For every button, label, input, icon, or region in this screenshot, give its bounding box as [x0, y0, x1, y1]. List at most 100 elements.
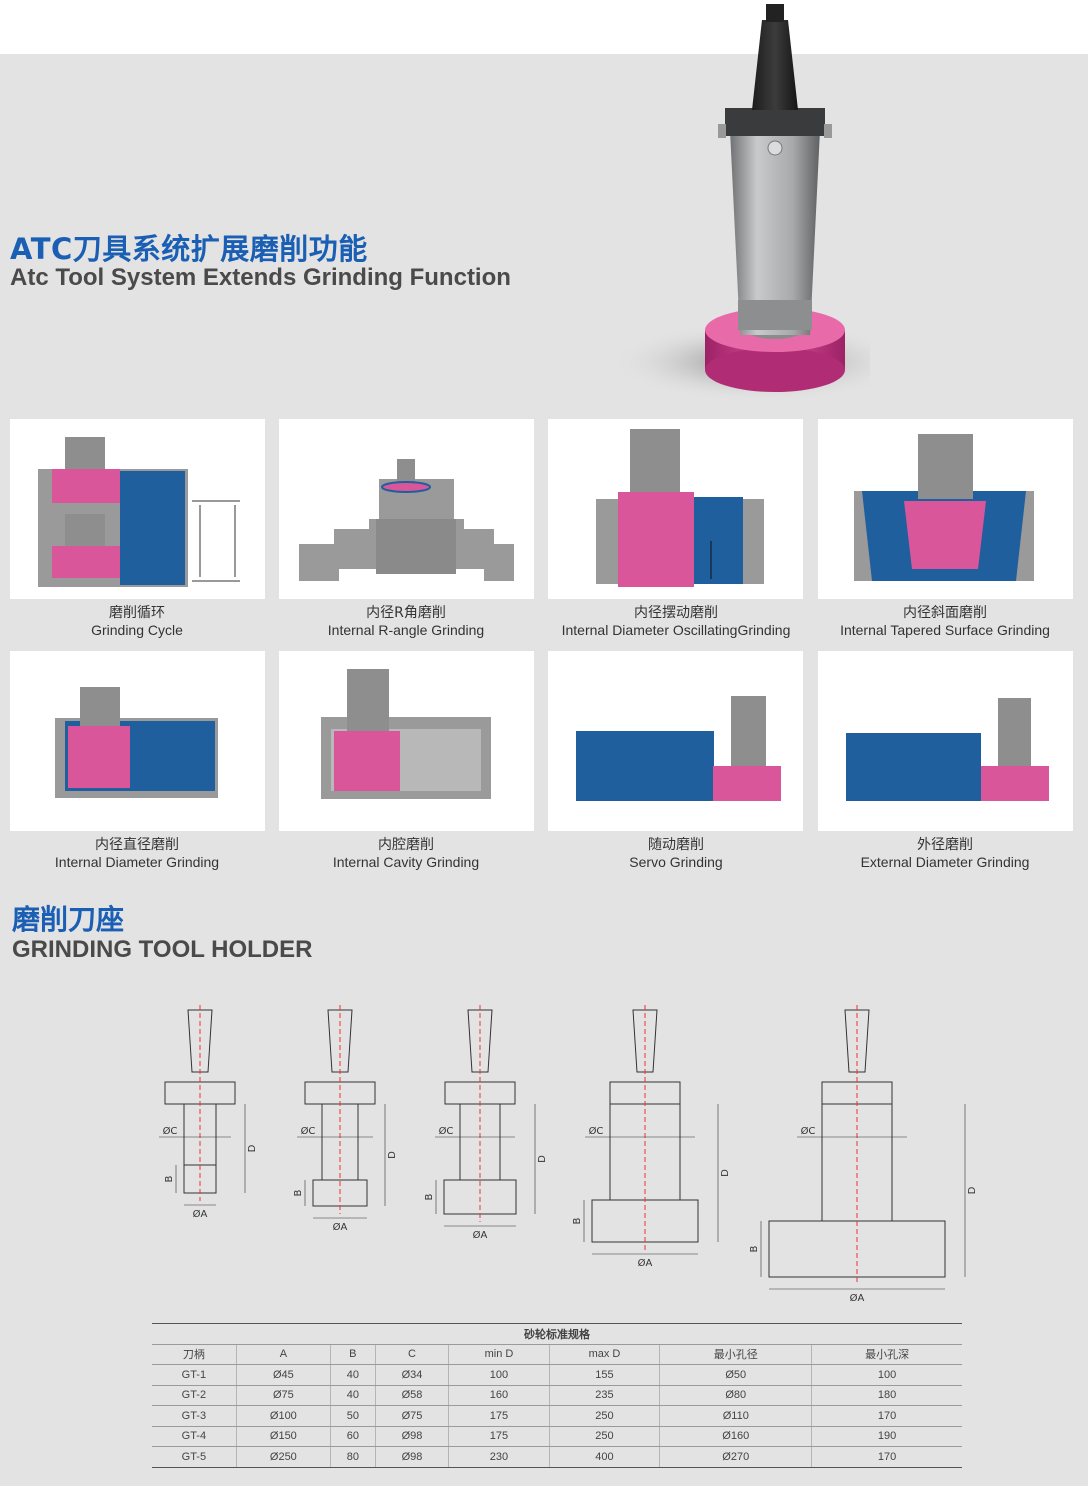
card-servo — [548, 651, 803, 831]
col-header: min D — [448, 1344, 550, 1365]
caption-en: External Diameter Grinding — [860, 854, 1030, 870]
table-cell: GT-2 — [152, 1385, 237, 1406]
dimension-label: ØC — [439, 1125, 454, 1137]
table-cell: Ø98 — [374, 1426, 449, 1447]
holder-taper — [844, 1009, 870, 1073]
table-cell: Ø160 — [659, 1426, 812, 1447]
table-cell: 40 — [329, 1385, 376, 1406]
card-internal-r-angle — [279, 419, 534, 599]
col-header: max D — [548, 1344, 660, 1365]
table-cell: 250 — [548, 1426, 660, 1447]
caption-en: Internal R-angle Grinding — [327, 622, 485, 638]
table-cell: 170 — [811, 1405, 962, 1427]
col-header: C — [374, 1344, 449, 1365]
table-cell: 155 — [548, 1364, 660, 1386]
table-cell: 175 — [448, 1426, 550, 1447]
dimension-label: ØA — [193, 1208, 208, 1220]
table-cell: 100 — [811, 1364, 962, 1386]
table-cell: 80 — [329, 1446, 376, 1468]
table-cell: Ø45 — [235, 1364, 331, 1386]
dimension-label: B — [424, 1193, 435, 1200]
table-cell: Ø58 — [374, 1385, 449, 1406]
caption-en: Servo Grinding — [629, 854, 723, 870]
table-cell: Ø34 — [374, 1364, 449, 1386]
col-header: A — [235, 1344, 331, 1365]
caption-en: Internal Tapered Surface Grinding — [840, 622, 1050, 638]
caption-2: 内径R角磨削 Internal R-angle Grinding — [261, 605, 551, 639]
dimension-label: B — [293, 1189, 304, 1196]
caption-en: Internal Diameter Grinding — [54, 854, 220, 870]
table-cell: 100 — [448, 1364, 550, 1386]
table-cell: Ø50 — [659, 1364, 812, 1386]
holder-taper — [187, 1009, 213, 1073]
caption-cn: 外径磨削 — [917, 837, 973, 853]
table-cell: 180 — [811, 1385, 962, 1406]
table-cell: Ø100 — [235, 1405, 331, 1427]
page-title-cn: ATC刀具系统扩展磨削功能 — [10, 232, 368, 266]
caption-cn: 随动磨削 — [648, 837, 704, 853]
dimension-label: ØA — [638, 1257, 653, 1269]
dimension-label: D — [967, 1186, 978, 1194]
table-cell: Ø80 — [659, 1385, 812, 1406]
dimension-label: ØA — [333, 1221, 348, 1233]
card-internal-tapered — [818, 419, 1073, 599]
table-cell: Ø250 — [235, 1446, 331, 1468]
table-cell: 60 — [329, 1426, 376, 1447]
table-cell: 160 — [448, 1385, 550, 1406]
card-internal-cavity — [279, 651, 534, 831]
table-cell: 190 — [811, 1426, 962, 1447]
caption-cn: 内径摆动磨削 — [634, 605, 718, 621]
top-white-strip — [0, 0, 1088, 54]
table-cell: 400 — [548, 1446, 660, 1468]
table-cell: 175 — [448, 1405, 550, 1427]
table-cell: 235 — [548, 1385, 660, 1406]
caption-4: 内径斜面磨削 Internal Tapered Surface Grinding — [800, 605, 1088, 639]
holder-taper — [632, 1009, 658, 1073]
col-header: B — [329, 1344, 376, 1365]
section-title-cn: 磨削刀座 — [12, 903, 125, 936]
page-title-en: Atc Tool System Extends Grinding Functio… — [10, 264, 511, 291]
dimension-label: D — [247, 1144, 258, 1152]
dimension-label: ØC — [589, 1125, 604, 1137]
card-grinding-cycle — [10, 419, 265, 599]
table-cell: 50 — [329, 1405, 376, 1427]
dimension-label: ØA — [850, 1292, 865, 1304]
dimension-label: ØC — [301, 1125, 316, 1137]
card-internal-oscillating — [548, 419, 803, 599]
table-cell: GT-3 — [152, 1405, 237, 1427]
caption-cn: 内径斜面磨削 — [903, 605, 987, 621]
table-cell: GT-4 — [152, 1426, 237, 1447]
table-cell: Ø98 — [374, 1446, 449, 1468]
dimension-label: B — [749, 1245, 760, 1252]
table-cell: 250 — [548, 1405, 660, 1427]
caption-cn: 磨削循环 — [109, 605, 165, 621]
caption-en: Internal Cavity Grinding — [332, 854, 480, 870]
table-cell: Ø75 — [374, 1405, 449, 1427]
dimension-label: D — [720, 1169, 731, 1177]
table-cell: Ø75 — [235, 1385, 331, 1406]
caption-en: Grinding Cycle — [91, 622, 183, 638]
col-header: 最小孔深 — [811, 1344, 962, 1365]
table-cell: Ø270 — [659, 1446, 812, 1468]
caption-5: 内径直径磨削 Internal Diameter Grinding — [0, 837, 282, 871]
holder-taper — [327, 1009, 353, 1073]
dimension-label: D — [387, 1151, 398, 1159]
table-cell: Ø150 — [235, 1426, 331, 1447]
table-cell: GT-1 — [152, 1364, 237, 1386]
dimension-label: D — [537, 1155, 548, 1163]
card-internal-diameter — [10, 651, 265, 831]
spec-table-title: 砂轮标准规格 — [152, 1323, 962, 1345]
caption-8: 外径磨削 External Diameter Grinding — [800, 837, 1088, 871]
caption-en: Internal Diameter OscillatingGrinding — [561, 622, 791, 638]
table-cell: GT-5 — [152, 1446, 237, 1468]
dimension-label: B — [164, 1175, 175, 1182]
table-cell: 170 — [811, 1446, 962, 1468]
dimension-label: ØA — [473, 1229, 488, 1241]
dimension-label: B — [572, 1217, 583, 1224]
table-cell: 230 — [448, 1446, 550, 1468]
